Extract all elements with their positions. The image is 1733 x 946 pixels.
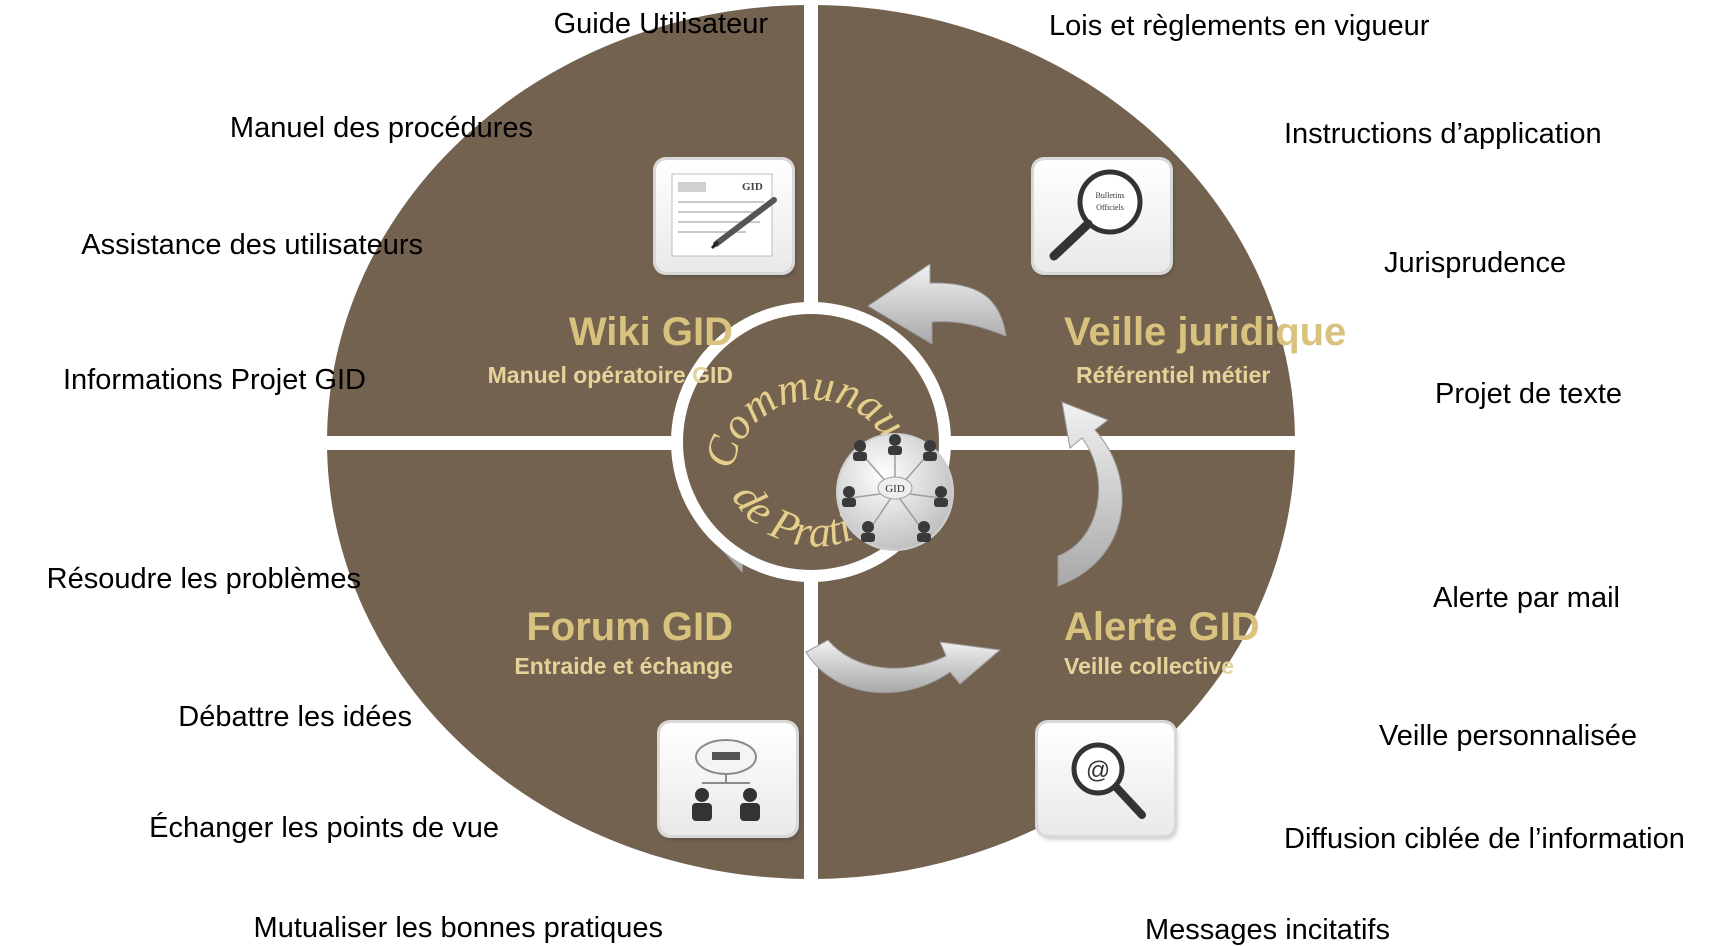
hub-label: GID bbox=[885, 483, 905, 495]
veille-icon-text-2: Officiels bbox=[1096, 203, 1124, 212]
left-label-manuel: Manuel des procédures bbox=[229, 112, 533, 144]
alerte-title: Alerte GID bbox=[1064, 605, 1260, 649]
right-label-diffusion: Diffusion ciblée de l’information bbox=[1284, 823, 1685, 855]
arrow-bottom-icon bbox=[805, 639, 1002, 694]
right-label-projet: Projet de texte bbox=[1435, 378, 1622, 410]
right-label-lois: Lois et règlements en vigueur bbox=[1049, 10, 1430, 42]
center-emblem: Communauté de Pratique GID bbox=[671, 302, 954, 582]
email-search-icon: @ bbox=[1038, 723, 1174, 835]
left-label-guide: Guide Utilisateur bbox=[553, 8, 768, 40]
forum-subtitle: Entraide et échange bbox=[514, 653, 733, 679]
right-label-jurisprudence: Jurisprudence bbox=[1384, 247, 1567, 279]
wiki-subtitle: Manuel opératoire GID bbox=[487, 362, 733, 388]
left-label-resoudre: Résoudre les problèmes bbox=[46, 563, 361, 595]
discussion-cloud-icon bbox=[660, 723, 796, 835]
alerte-icon-text: @ bbox=[1086, 757, 1110, 784]
right-label-messages: Messages incitatifs bbox=[1145, 914, 1390, 946]
veille-icon-text-1: Bulletins bbox=[1096, 191, 1125, 200]
document-pen-icon: GID bbox=[656, 160, 792, 272]
wiki-title: Wiki GID bbox=[568, 310, 733, 354]
arrow-top-icon bbox=[867, 263, 1007, 345]
left-label-assistance: Assistance des utilisateurs bbox=[81, 229, 423, 261]
right-label-instructions: Instructions d’application bbox=[1284, 118, 1602, 150]
forum-title: Forum GID bbox=[526, 605, 733, 649]
veille-title: Veille juridique bbox=[1064, 310, 1347, 354]
right-label-alerte-mail: Alerte par mail bbox=[1433, 582, 1620, 614]
magnifier-bulletin-icon: Bulletins Officiels bbox=[1034, 160, 1170, 272]
left-label-debattre: Débattre les idées bbox=[178, 701, 412, 733]
veille-subtitle: Référentiel métier bbox=[1076, 362, 1271, 388]
left-label-mutualiser: Mutualiser les bonnes pratiques bbox=[253, 912, 663, 944]
right-label-veille-perso: Veille personnalisée bbox=[1379, 720, 1637, 752]
wiki-icon-text: GID bbox=[742, 181, 763, 193]
arrow-right-icon bbox=[1057, 401, 1123, 587]
left-label-echanger: Échanger les points de vue bbox=[149, 812, 499, 844]
people-network-icon: GID bbox=[836, 433, 954, 551]
alerte-subtitle: Veille collective bbox=[1064, 653, 1235, 679]
left-label-informations: Informations Projet GID bbox=[63, 364, 366, 396]
